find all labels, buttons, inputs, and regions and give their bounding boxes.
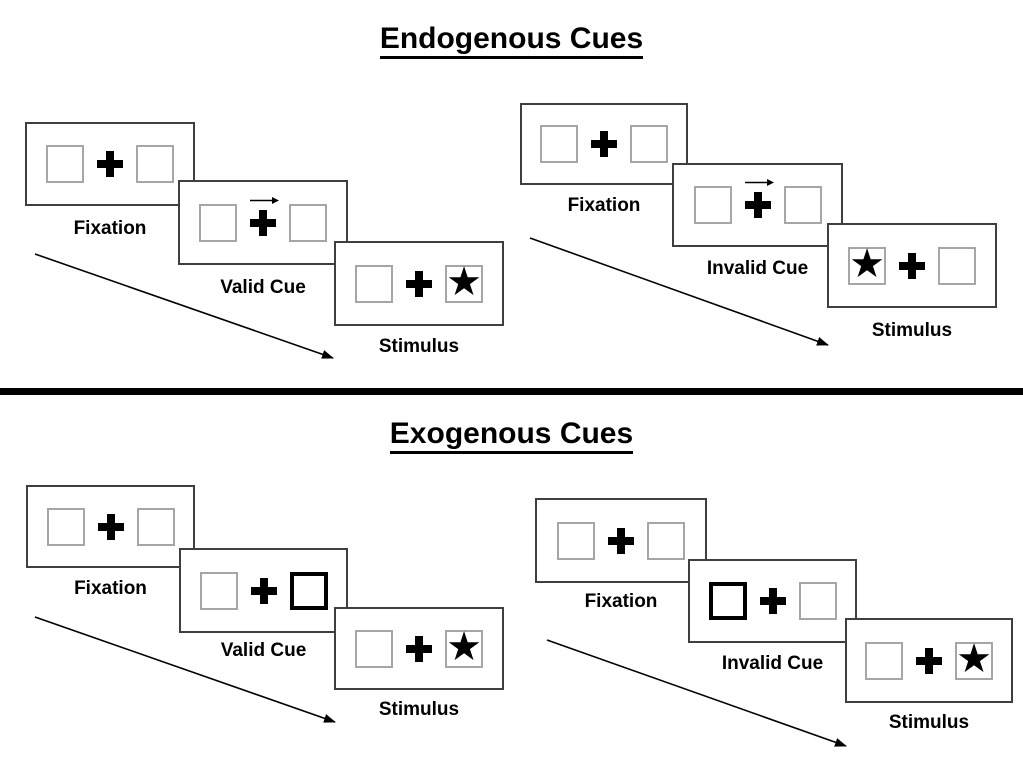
- panel-label: Fixation: [584, 591, 658, 612]
- fixation-cross-icon: [591, 131, 617, 157]
- section-divider: [0, 388, 1023, 395]
- cross-wrap: [744, 179, 774, 218]
- left-box: [46, 145, 84, 183]
- stimulus-panel: ★: [827, 223, 997, 308]
- panel-label: Fixation: [567, 195, 641, 216]
- left-box: [355, 264, 393, 303]
- fixation-cross-icon: [250, 209, 276, 236]
- valid-cue-panel: [178, 180, 348, 265]
- cue-right-arrow-icon: [744, 179, 774, 186]
- star-icon: ★: [446, 625, 482, 669]
- left-box: [557, 521, 595, 560]
- panel-label: Stimulus: [888, 712, 970, 733]
- right-box: [136, 145, 174, 183]
- right-box: [136, 507, 175, 546]
- left-box: [540, 125, 578, 163]
- right-box: ★: [445, 625, 483, 669]
- fixation-panel: [520, 103, 688, 185]
- cue-right-arrow-icon: [250, 196, 279, 204]
- exogenous-section-title: Exogenous Cues: [0, 417, 1023, 454]
- right-box: [630, 125, 668, 163]
- left-box: [693, 186, 732, 224]
- fixation-cross-icon: [744, 192, 771, 218]
- fixation-panel: [25, 122, 195, 206]
- right-box: [289, 203, 327, 242]
- panel-label: Fixation: [73, 218, 147, 239]
- trial-sequence-arrow-icon: [546, 639, 847, 747]
- panel-label: Valid Cue: [220, 640, 307, 661]
- cross-wrap: [406, 635, 432, 662]
- section-title-text: Endogenous Cues: [379, 22, 644, 59]
- right-box: [647, 521, 685, 560]
- panel-label: Fixation: [74, 578, 147, 599]
- panel-label: Invalid Cue: [706, 258, 809, 279]
- left-box: [708, 582, 747, 620]
- right-box: [938, 246, 976, 285]
- right-box: [289, 571, 328, 610]
- panel-label: Valid Cue: [220, 277, 306, 298]
- fixation-cross-icon: [608, 527, 634, 554]
- cross-wrap: [759, 588, 786, 614]
- right-box: ★: [445, 260, 483, 304]
- section-title-text: Exogenous Cues: [389, 417, 634, 454]
- cross-wrap: [250, 196, 279, 236]
- left-box: [199, 571, 238, 610]
- trial-sequence-arrow-icon: [34, 253, 334, 359]
- left-box: ★: [848, 242, 886, 286]
- cross-wrap: [97, 513, 124, 540]
- fixation-cross-icon: [916, 647, 942, 674]
- right-box: [783, 186, 822, 224]
- trial-sequence-arrow-icon: [529, 237, 829, 346]
- cross-wrap: [899, 252, 925, 279]
- panel-label: Stimulus: [378, 699, 460, 720]
- fixation-cross-icon: [759, 588, 786, 614]
- cross-wrap: [250, 577, 277, 604]
- stimulus-panel: ★: [334, 241, 504, 326]
- fixation-cross-icon: [250, 577, 277, 604]
- fixation-panel: [26, 485, 195, 568]
- valid-cue-panel: [179, 548, 348, 633]
- cross-wrap: [591, 131, 617, 157]
- invalid-cue-panel: [672, 163, 843, 247]
- cross-wrap: [97, 151, 123, 177]
- right-box: [798, 582, 837, 620]
- right-box: ★: [955, 637, 993, 681]
- panel-label: Stimulus: [871, 320, 953, 341]
- panel-label: Invalid Cue: [721, 653, 824, 674]
- fixation-cross-icon: [406, 270, 432, 297]
- star-icon: ★: [849, 242, 885, 286]
- trial-sequence-arrow-icon: [34, 616, 336, 723]
- star-icon: ★: [446, 260, 482, 304]
- fixation-cross-icon: [97, 151, 123, 177]
- left-box: [46, 507, 85, 546]
- endogenous-section-title: Endogenous Cues: [0, 22, 1023, 59]
- cross-wrap: [406, 270, 432, 297]
- fixation-cross-icon: [97, 513, 124, 540]
- cross-wrap: [608, 527, 634, 554]
- fixation-panel: [535, 498, 707, 583]
- fixation-cross-icon: [406, 635, 432, 662]
- left-box: [355, 629, 393, 668]
- stimulus-panel: ★: [334, 607, 504, 690]
- invalid-cue-panel: [688, 559, 857, 643]
- left-box: [865, 641, 903, 680]
- fixation-cross-icon: [899, 252, 925, 279]
- panel-label: Stimulus: [378, 336, 460, 357]
- cross-wrap: [916, 647, 942, 674]
- star-icon: ★: [956, 637, 992, 681]
- stimulus-panel: ★: [845, 618, 1013, 703]
- left-box: [199, 203, 237, 242]
